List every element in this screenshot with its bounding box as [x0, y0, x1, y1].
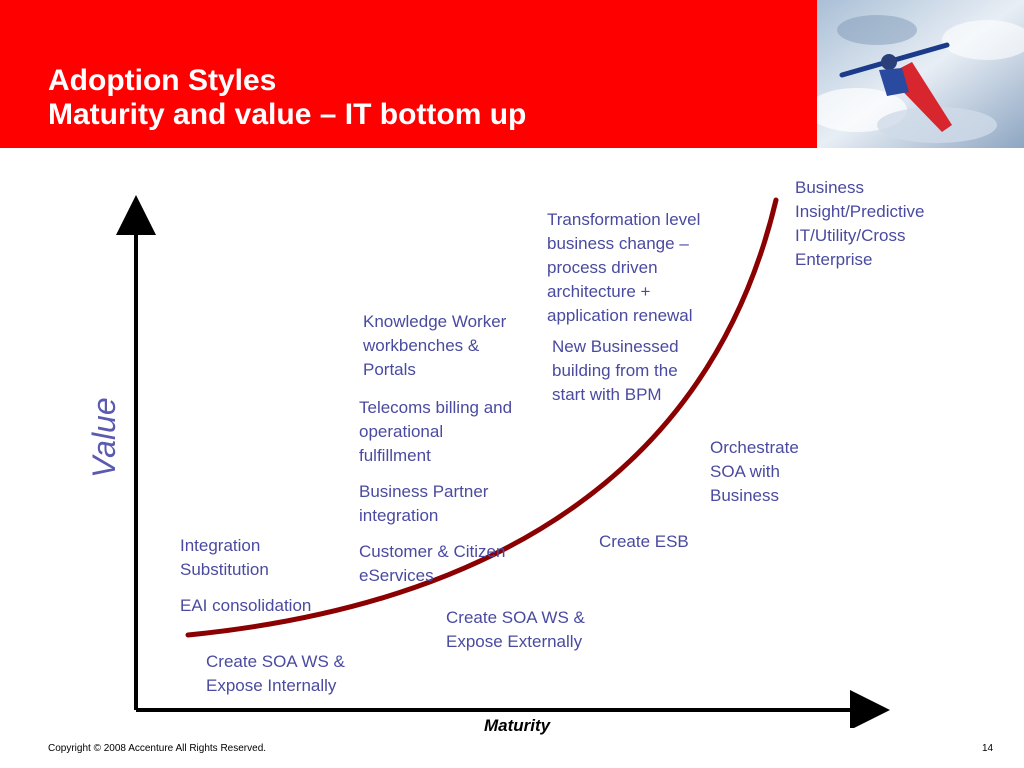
kayaker-photo [817, 0, 1024, 148]
maturity-value-diagram [116, 195, 890, 728]
title-line-1: Adoption Styles [48, 64, 277, 97]
label-soa-internal: Create SOA WS & Expose Internally [206, 652, 345, 695]
label-customer-citizen: Customer & Citizen eServices [359, 542, 506, 585]
title-line-2: Maturity and value – IT bottom up [48, 98, 527, 131]
label-integration-substitution: Integration Substitution [180, 536, 269, 579]
slide-title: Adoption Styles Maturity and value – IT … [48, 64, 526, 132]
label-transformation: Transformation level business change – p… [547, 210, 701, 325]
label-business-insight: Business Insight/Predictive IT/Utility/C… [795, 178, 925, 269]
label-new-businesses: New Businessed building from the start w… [552, 337, 679, 404]
label-create-esb: Create ESB [599, 532, 689, 551]
label-business-partner: Business Partner integration [359, 482, 489, 525]
copyright-text: Copyright © 2008 Accenture All Rights Re… [48, 743, 267, 754]
y-axis-label: Value [86, 397, 122, 478]
label-orchestrate: Orchestrate SOA with Business [710, 438, 799, 505]
header-bar: Adoption Styles Maturity and value – IT … [0, 0, 1024, 148]
label-telecoms: Telecoms billing and operational fulfill… [359, 398, 513, 465]
x-axis-label: Maturity [484, 716, 551, 735]
label-eai-consolidation: EAI consolidation [180, 596, 312, 615]
maturity-curve [185, 197, 779, 638]
label-soa-external: Create SOA WS & Expose Externally [446, 608, 585, 651]
page-number: 14 [982, 743, 994, 754]
label-knowledge-worker: Knowledge Worker workbenches & Portals [363, 312, 507, 379]
